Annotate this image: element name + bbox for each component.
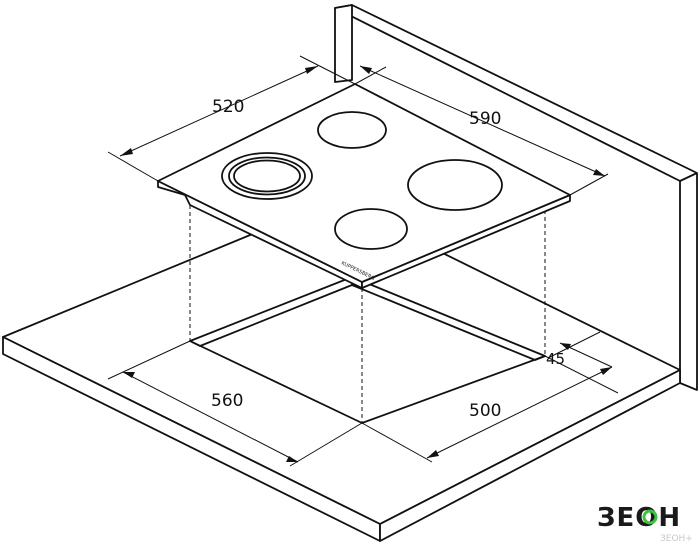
burner-left-dual <box>221 152 313 200</box>
dimension-label-45: 45 <box>546 350 565 368</box>
dimension-arrows <box>120 66 612 462</box>
burner-right <box>407 159 503 211</box>
dimension-label-560: 560 <box>211 391 243 411</box>
power-icon <box>642 509 658 525</box>
burner-rear-left <box>317 111 387 149</box>
dimension-label-500: 500 <box>469 401 501 421</box>
watermark-tag: ЗЕОН+ <box>660 534 693 544</box>
countertop-side-face <box>379 369 681 542</box>
watermark-logo: ЗЕОН ЗЕОН+ <box>597 503 693 544</box>
dimension-label-590: 590 <box>469 109 501 129</box>
back-wall <box>334 4 698 391</box>
dimension-lines <box>107 55 619 467</box>
watermark-logo-text: ЗЕОН <box>597 503 681 533</box>
burner-front <box>334 208 408 250</box>
hob <box>157 83 571 289</box>
dimension-label-520: 520 <box>212 97 244 117</box>
burners <box>221 111 503 250</box>
